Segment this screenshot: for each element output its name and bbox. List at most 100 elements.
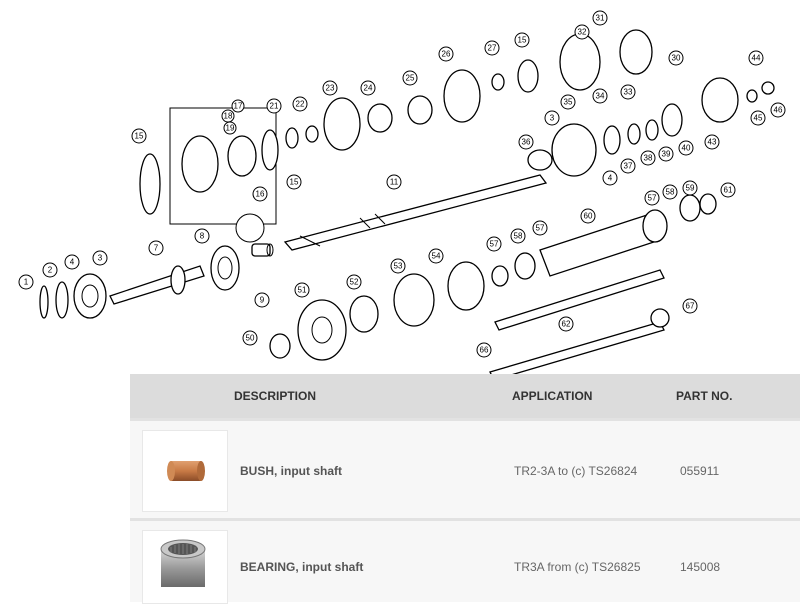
header-application: APPLICATION	[512, 389, 593, 403]
svg-text:2: 2	[48, 266, 53, 275]
flange-part-43	[701, 77, 739, 123]
washer-part-45	[746, 89, 758, 103]
callout-67: 67	[682, 298, 698, 314]
svg-text:60: 60	[584, 212, 593, 221]
callout-7: 7	[148, 240, 164, 256]
callout-39: 39	[658, 146, 674, 162]
row-part-no: 145008	[680, 560, 721, 574]
svg-text:15: 15	[135, 132, 144, 141]
svg-text:22: 22	[296, 100, 305, 109]
bush-part-52	[349, 295, 379, 333]
callout-36: 36	[518, 134, 534, 150]
callout-57a: 57	[486, 236, 502, 252]
callout-35: 35	[560, 94, 576, 110]
svg-text:33: 33	[624, 88, 633, 97]
gear-part-30	[619, 29, 653, 75]
callout-27: 27	[484, 40, 500, 56]
thrust-washer-part	[269, 333, 291, 359]
mainshaft-part	[283, 174, 548, 251]
needle-bearing-icon	[160, 539, 206, 587]
bush-part-67	[650, 308, 670, 328]
callout-34: 34	[592, 88, 608, 104]
callout-11: 11	[386, 174, 402, 190]
callout-26: 26	[438, 46, 454, 62]
callout-66: 66	[476, 342, 492, 358]
callout-25: 25	[402, 70, 418, 86]
svg-text:26: 26	[442, 50, 451, 59]
callout-59: 59	[682, 180, 698, 196]
part-thumbnail[interactable]	[142, 530, 228, 604]
bearing-part	[73, 273, 107, 319]
layshaft-cluster-part	[539, 209, 668, 277]
svg-text:54: 54	[432, 252, 441, 261]
bearing-part-40	[661, 103, 683, 137]
part-thumbnail[interactable]	[142, 430, 228, 512]
callout-44: 44	[748, 50, 764, 66]
callout-21: 21	[266, 98, 282, 114]
table-row[interactable]: BEARING, input shaft TR3A from (c) TS268…	[130, 522, 800, 604]
callout-8: 8	[194, 228, 210, 244]
reverse-shaft-part	[489, 321, 665, 374]
callout-3: 3	[92, 250, 108, 266]
svg-text:3: 3	[550, 114, 555, 123]
row-application: TR2-3A to (c) TS26824	[514, 464, 638, 478]
svg-text:45: 45	[754, 114, 763, 123]
row-description: BEARING, input shaft	[240, 560, 364, 574]
table-row[interactable]: BUSH, input shaft TR2-3A to (c) TS26824 …	[130, 422, 800, 518]
bush-part-25	[407, 95, 433, 125]
svg-text:58: 58	[666, 188, 675, 197]
callout-57b: 57	[532, 220, 548, 236]
row-description: BUSH, input shaft	[240, 464, 342, 478]
callout-30: 30	[668, 50, 684, 66]
callout-52: 52	[346, 274, 362, 290]
nut-part-46	[761, 81, 775, 95]
callout-23: 23	[322, 80, 338, 96]
svg-text:24: 24	[364, 84, 373, 93]
svg-text:25: 25	[406, 74, 415, 83]
bush-part-24	[367, 103, 393, 133]
callout-4: 4	[64, 254, 80, 270]
callout-15b: 15	[286, 174, 302, 190]
svg-text:7: 7	[154, 244, 159, 253]
row-application: TR3A from (c) TS26825	[514, 560, 641, 574]
callout-50: 50	[242, 330, 258, 346]
callout-37: 37	[620, 158, 636, 174]
washer-part-27	[491, 73, 505, 91]
svg-text:66: 66	[480, 346, 489, 355]
callout-22: 22	[292, 96, 308, 112]
svg-text:61: 61	[724, 186, 733, 195]
header-part-no: PART NO.	[676, 389, 733, 403]
bronze-bush-icon	[167, 461, 205, 481]
callout-51: 51	[294, 282, 310, 298]
svg-text:9: 9	[260, 296, 265, 305]
washer-part-22	[305, 125, 319, 143]
callout-60: 60	[580, 208, 596, 224]
circlip-part-21	[285, 127, 299, 149]
callout-40: 40	[678, 140, 694, 156]
callout-43: 43	[704, 134, 720, 150]
callout-18: 18	[221, 109, 235, 123]
callout-3b: 3	[544, 110, 560, 126]
svg-text:32: 32	[578, 28, 587, 37]
svg-text:37: 37	[624, 162, 633, 171]
synchro-hub-part	[227, 135, 257, 177]
callout-62: 62	[558, 316, 574, 332]
gear-part-26	[443, 69, 481, 123]
parts-table: DESCRIPTION APPLICATION PART NO. BUSH, i…	[130, 374, 800, 604]
synchro-ring-part	[139, 153, 161, 215]
callout-4b: 4	[602, 170, 618, 186]
svg-text:11: 11	[390, 178, 399, 187]
washer-part-38	[627, 123, 641, 145]
washer-part-57	[491, 265, 509, 287]
callout-24: 24	[360, 80, 376, 96]
svg-text:18: 18	[224, 112, 233, 121]
callout-9: 9	[254, 292, 270, 308]
callout-31: 31	[592, 10, 608, 26]
synchro-sleeve-part	[181, 135, 219, 193]
svg-text:19: 19	[226, 124, 235, 133]
callout-19: 19	[223, 121, 237, 135]
svg-text:35: 35	[564, 98, 573, 107]
callout-33: 33	[620, 84, 636, 100]
gear-part-54	[447, 261, 485, 311]
washer-part-37	[603, 125, 621, 155]
